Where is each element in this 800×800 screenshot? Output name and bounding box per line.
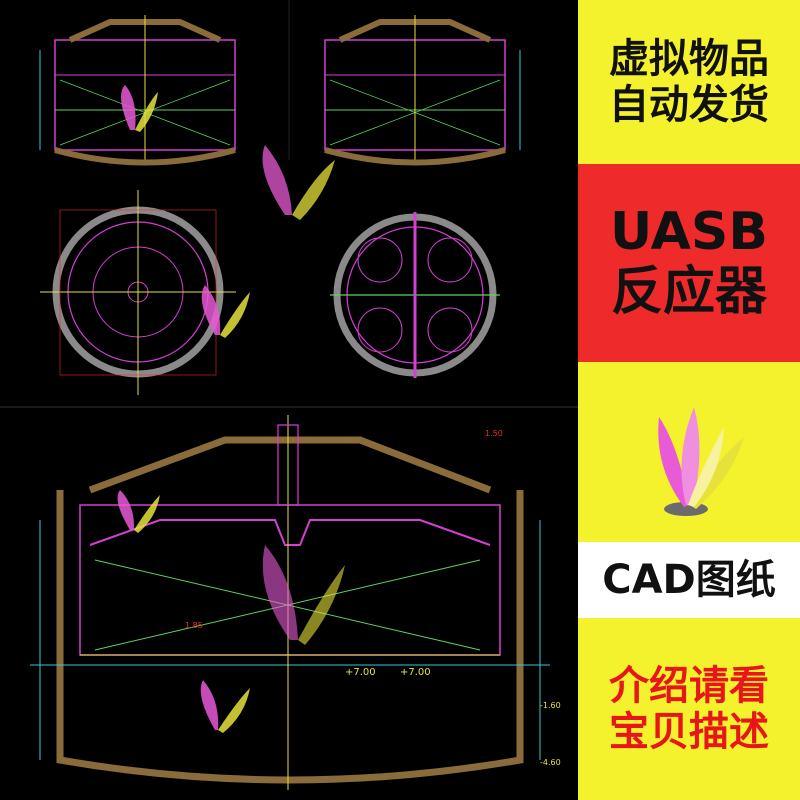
elevation-label-b: +7.00 [400,667,431,678]
note-line2: 宝贝描述 [609,709,769,755]
feather-watermark-icon [201,285,250,338]
note-line1: 介绍请看 [609,663,769,709]
plan-view-right [330,212,500,378]
format-label: CAD图纸 [602,557,776,603]
elevation-label-c: -1.60 [540,701,561,710]
section-view-small-right [324,15,521,166]
feather-logo-icon [658,407,744,516]
product-name-line2: 反应器 [610,262,767,322]
elevation-label-d: -4.60 [540,758,561,767]
elevation-label-e: 1.50 [485,429,503,438]
cad-drawings: +7.00 +7.00 -1.60 -4.60 1.50 1.85 [0,0,578,790]
cad-drawing-area: +7.00 +7.00 -1.60 -4.60 1.50 1.85 [0,0,578,790]
feather-watermark-icon [262,545,345,645]
format-panel: CAD图纸 [578,542,800,618]
promo-sidebar: 虚拟物品 自动发货 UASB 反应器 CAD图纸 介绍请看 宝贝描述 [578,0,800,800]
description-note-panel: 介绍请看 宝贝描述 [578,618,800,800]
virtual-goods-panel: 虚拟物品 自动发货 [578,0,800,164]
feather-watermark-icon [262,145,335,220]
product-name-panel: UASB 反应器 [578,164,800,362]
feather-logo-panel [578,362,800,542]
elevation-label-f: 1.85 [185,621,203,630]
feather-watermark-icon [200,680,250,733]
section-view-small-left [39,15,236,166]
product-name-line1: UASB [610,202,768,263]
feather-watermark-icon [117,490,160,533]
auto-delivery-label: 自动发货 [609,82,769,128]
feather-watermark-icon [121,85,158,132]
section-view-large: +7.00 +7.00 -1.60 -4.60 1.50 1.85 [30,415,561,790]
virtual-goods-label: 虚拟物品 [609,36,769,82]
elevation-label-a: +7.00 [345,667,376,678]
